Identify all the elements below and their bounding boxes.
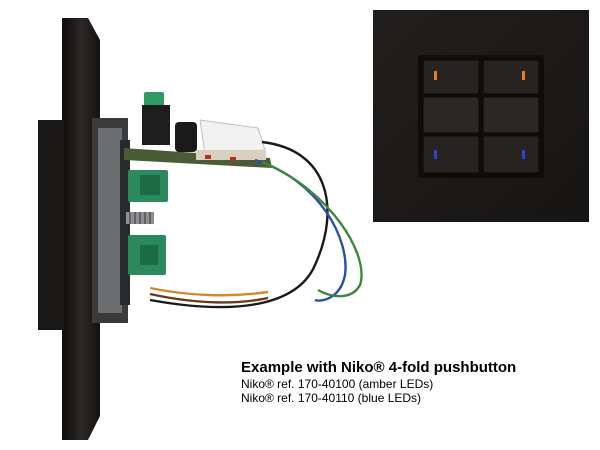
- mechanism-frame: [98, 128, 122, 313]
- button-top-right: [482, 59, 540, 95]
- green-terminals: [128, 92, 168, 275]
- button-bottom-left: [422, 135, 480, 174]
- button-mid-left: [422, 96, 480, 134]
- button-bottom-right: [482, 135, 540, 174]
- button-top-left: [422, 59, 480, 95]
- wire-blue: [254, 158, 347, 302]
- caption: Example with Niko® 4-fold pushbutton Nik…: [241, 359, 591, 405]
- blue-led-left: [434, 150, 437, 159]
- circuit-board: [124, 105, 272, 168]
- wire-green: [261, 160, 363, 298]
- caption-ref-blue: Niko® ref. 170-40110 (blue LEDs): [241, 391, 422, 405]
- caption-title: Example with Niko® 4-fold pushbutton: [241, 359, 517, 376]
- plate-edge: [38, 120, 64, 330]
- button-mid-right: [482, 96, 540, 134]
- front-view-inset: [373, 10, 589, 222]
- wires: [149, 140, 363, 309]
- wire-brown: [149, 292, 269, 304]
- cover-plate: [62, 18, 100, 440]
- wire-orange: [149, 286, 269, 297]
- screw: [126, 212, 154, 224]
- blue-led-right: [522, 150, 525, 159]
- mechanism-shadow: [120, 140, 130, 305]
- amber-led-right: [522, 71, 525, 80]
- pushbuttons: [422, 59, 540, 174]
- wire-black: [149, 140, 329, 309]
- amber-led-left: [434, 71, 437, 80]
- caption-ref-amber: Niko® ref. 170-40100 (amber LEDs): [241, 377, 434, 391]
- switch-side-view: [38, 18, 363, 440]
